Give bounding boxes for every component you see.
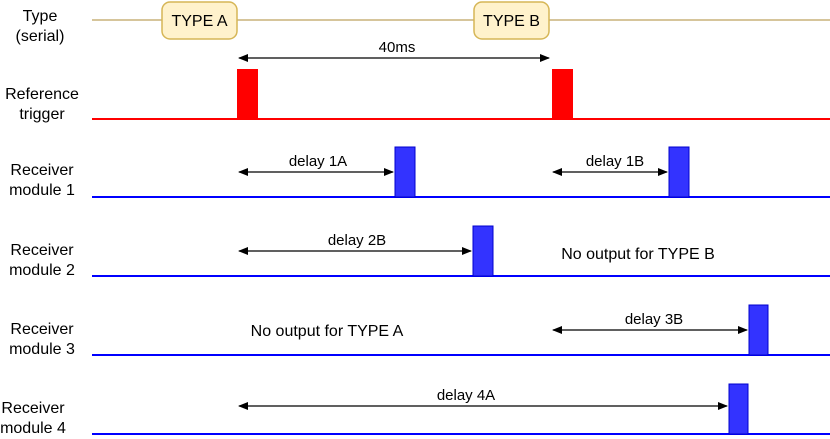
type-row-label-line1: Type — [23, 8, 58, 25]
module3-row-label-line1: Receiver — [10, 321, 74, 338]
module1-pulse-a — [394, 146, 416, 198]
reference-pulse-a — [237, 69, 258, 119]
module3-row-label-line2: module 3 — [9, 341, 75, 358]
packet-type-b-label: TYPE B — [483, 13, 540, 30]
module2-row-label-line2: module 2 — [9, 262, 75, 279]
module3-pulse-b — [748, 304, 769, 356]
delay-3b-label: delay 3B — [625, 311, 683, 328]
reference-row-label-line2: trigger — [19, 106, 65, 123]
period-label: 40ms — [379, 39, 416, 56]
module1-pulse-b — [668, 146, 690, 198]
module4-row-label-line1: Receiver — [1, 400, 65, 417]
type-row-label-line2: (serial) — [16, 28, 65, 45]
module3-no-output-note: No output for TYPE A — [251, 323, 404, 340]
packet-type-b — [473, 1, 550, 40]
module1-row-label-line2: module 1 — [9, 182, 75, 199]
delay-1a-label: delay 1A — [289, 153, 347, 170]
module2-no-output-note: No output for TYPE B — [561, 246, 715, 263]
module2-row-label-line1: Receiver — [10, 242, 74, 259]
reference-row-label-line1: Reference — [5, 86, 79, 103]
packet-type-a — [161, 1, 238, 40]
reference-pulse-b — [552, 69, 573, 119]
packet-type-a-label: TYPE A — [171, 13, 227, 30]
module1-row-label-line1: Receiver — [10, 162, 74, 179]
module4-row-label-line2: module 4 — [0, 420, 66, 437]
module2-pulse-b — [472, 225, 494, 277]
module4-pulse-a — [728, 383, 749, 435]
delay-2b-label: delay 2B — [328, 232, 386, 249]
delay-1b-label: delay 1B — [586, 153, 644, 170]
delay-4a-label: delay 4A — [437, 387, 495, 404]
